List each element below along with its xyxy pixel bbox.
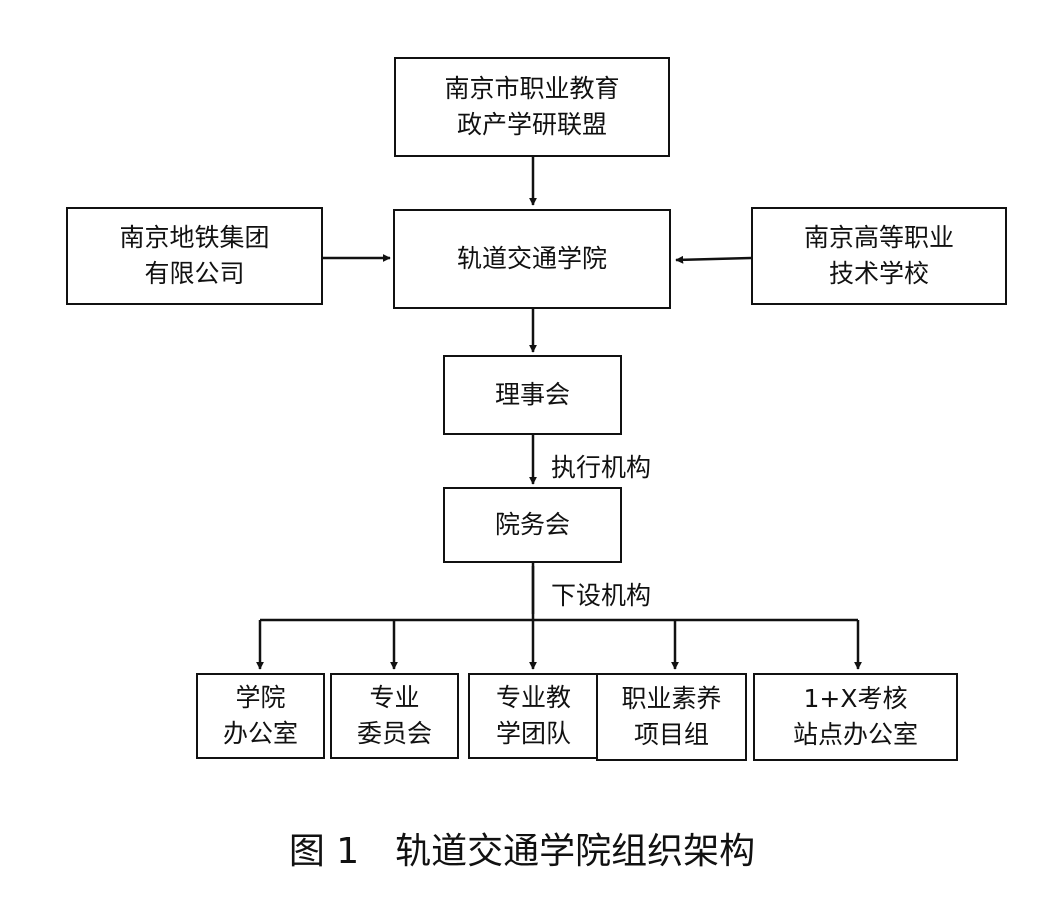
node-teaching-team: 专业教 学团队	[468, 673, 599, 759]
node-college-line1: 轨道交通学院	[456, 243, 607, 273]
node-vocational-school-line2: 技术学校	[828, 259, 929, 288]
node-office: 学院 办公室	[196, 673, 325, 759]
node-literacy-group-line2: 项目组	[633, 720, 709, 749]
node-college: 轨道交通学院	[393, 209, 671, 309]
node-x-cert-office-line1: 1+X考核	[803, 683, 908, 713]
node-teaching-team-line1: 专业教	[495, 682, 571, 712]
node-literacy-group: 职业素养 项目组	[596, 673, 747, 761]
node-alliance-line1: 南京市职业教育	[444, 73, 620, 103]
node-vocational-school-line1: 南京高等职业	[803, 222, 954, 252]
node-committee: 专业 委员会	[330, 673, 459, 759]
node-office-line2: 办公室	[222, 719, 298, 748]
node-alliance: 南京市职业教育 政产学研联盟	[394, 57, 670, 157]
edge-label-executive: 执行机构	[551, 453, 652, 482]
node-metro-line1: 南京地铁集团	[119, 222, 270, 252]
node-teaching-team-line2: 学团队	[495, 719, 571, 748]
node-committee-line2: 委员会	[356, 719, 432, 748]
node-council: 院务会	[443, 487, 622, 563]
edge-label-subordinate: 下设机构	[551, 581, 652, 610]
node-x-cert-office: 1+X考核 站点办公室	[753, 673, 958, 761]
node-metro-line2: 有限公司	[144, 259, 245, 288]
node-board-line1: 理事会	[494, 379, 570, 409]
figure-caption: 图 1 轨道交通学院组织架构	[288, 831, 756, 872]
node-alliance-line2: 政产学研联盟	[456, 110, 607, 139]
node-board: 理事会	[443, 355, 622, 435]
node-literacy-group-line1: 职业素养	[621, 683, 722, 713]
node-vocational-school: 南京高等职业 技术学校	[751, 207, 1007, 305]
node-committee-line1: 专业	[369, 682, 420, 712]
node-metro: 南京地铁集团 有限公司	[66, 207, 323, 305]
node-x-cert-office-line2: 站点办公室	[792, 720, 918, 749]
node-council-line1: 院务会	[494, 509, 570, 539]
edge-school-college	[675, 255, 752, 264]
node-office-line1: 学院	[235, 682, 286, 712]
